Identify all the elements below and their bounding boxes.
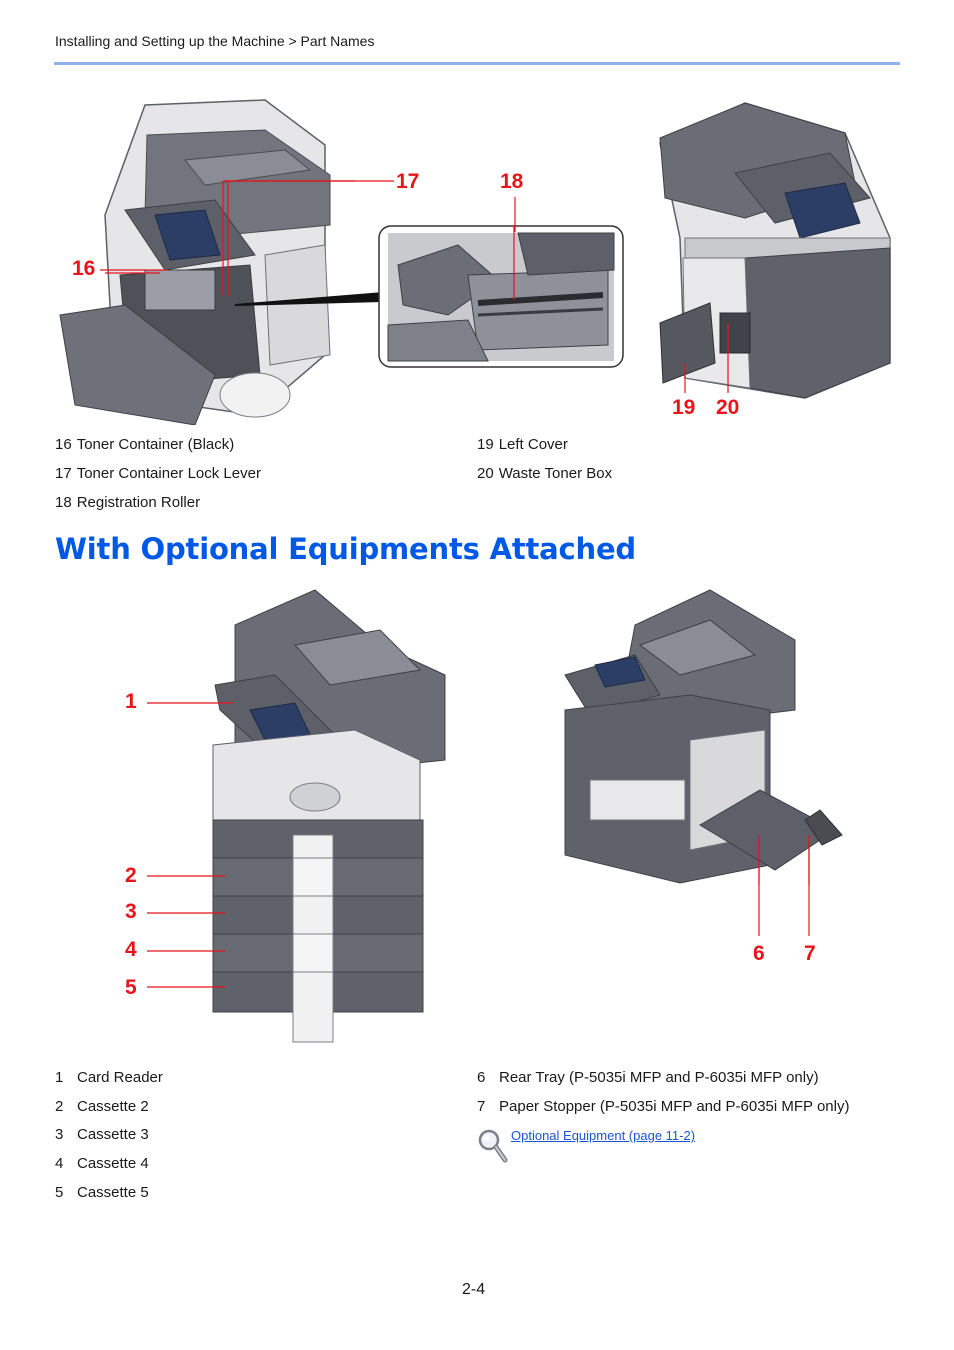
- callout-16-leader: [100, 269, 168, 271]
- legend-item-4: 4 Cassette 4: [55, 1155, 149, 1172]
- callout-leaders-1-5: [147, 702, 233, 988]
- legend-label: Cassette 4: [77, 1155, 149, 1172]
- callout-18: 18: [500, 170, 524, 193]
- legend-number: 6: [477, 1069, 486, 1086]
- callout-2: 2: [125, 864, 137, 887]
- legend-label: Card Reader: [77, 1069, 163, 1086]
- printer-left-cover-open-illustration: [659, 102, 891, 399]
- callout-20: 20: [716, 396, 740, 419]
- legend-number: 16: [55, 436, 72, 453]
- legend-label: Left Cover: [498, 436, 568, 453]
- callout-19: 19: [672, 396, 696, 419]
- zoom-pointer: [235, 292, 383, 306]
- callout-4: 4: [125, 938, 137, 961]
- legend-label: Paper Stopper (P-5035i MFP and P-6035i M…: [499, 1098, 850, 1115]
- legend-item-7: 7 Paper Stopper (P-5035i MFP and P-6035i …: [477, 1098, 849, 1115]
- legend-item-3: 3 Cassette 3: [55, 1126, 149, 1143]
- legend-number: 3: [55, 1126, 64, 1143]
- legend-number: 2: [55, 1098, 64, 1115]
- callout-6: 6: [753, 942, 765, 965]
- legend-number: 19: [477, 436, 494, 453]
- legend-number: 20: [477, 465, 494, 482]
- callout-17-leader: [227, 180, 394, 296]
- section-title: With Optional Equipments Attached: [55, 532, 636, 566]
- legend-number: 17: [55, 465, 72, 482]
- legend-label: Rear Tray (P-5035i MFP and P-6035i MFP o…: [499, 1069, 819, 1086]
- legend-item-1: 1 Card Reader: [55, 1069, 163, 1086]
- legend-item-6: 6 Rear Tray (P-5035i MFP and P-6035i MFP …: [477, 1069, 819, 1086]
- printer-front-open-illustration: [59, 99, 355, 425]
- callout-18-leader: [514, 197, 516, 232]
- callout-7: 7: [804, 942, 816, 965]
- optional-equipment-link[interactable]: Optional Equipment (page 11-2): [511, 1128, 696, 1143]
- header-rule: [54, 62, 900, 65]
- legend-label: Toner Container (Black): [76, 436, 235, 453]
- registration-roller-detail-inset: [378, 225, 624, 368]
- legend-label: Registration Roller: [76, 494, 201, 511]
- legend-label: Cassette 5: [77, 1184, 149, 1201]
- legend-label: Cassette 2: [77, 1098, 149, 1115]
- legend-number: 4: [55, 1155, 64, 1172]
- legend-item-2: 2 Cassette 2: [55, 1098, 149, 1115]
- printer-with-cassettes-illustration: [212, 589, 446, 1043]
- legend-number: 5: [55, 1184, 64, 1201]
- callout-leaders-6-7: [758, 840, 810, 936]
- callout-3: 3: [125, 900, 137, 923]
- legend-number: 18: [55, 494, 72, 511]
- breadcrumb: Installing and Setting up the Machine > …: [55, 33, 375, 49]
- callout-1: 1: [125, 690, 137, 713]
- printer-rear-tray-illustration: [564, 589, 843, 885]
- legend-number: 1: [55, 1069, 64, 1086]
- legend-label: Waste Toner Box: [498, 465, 613, 482]
- legend-label: Cassette 3: [77, 1126, 149, 1143]
- legend-item-5: 5 Cassette 5: [55, 1184, 149, 1201]
- page-number: 2-4: [462, 1281, 486, 1298]
- legend-number: 7: [477, 1098, 486, 1115]
- callout-16: 16: [72, 257, 96, 280]
- callout-17: 17: [396, 170, 420, 193]
- legend-label: Toner Container Lock Lever: [76, 465, 261, 482]
- magnifier-icon: [478, 1129, 508, 1163]
- callout-5: 5: [125, 976, 137, 999]
